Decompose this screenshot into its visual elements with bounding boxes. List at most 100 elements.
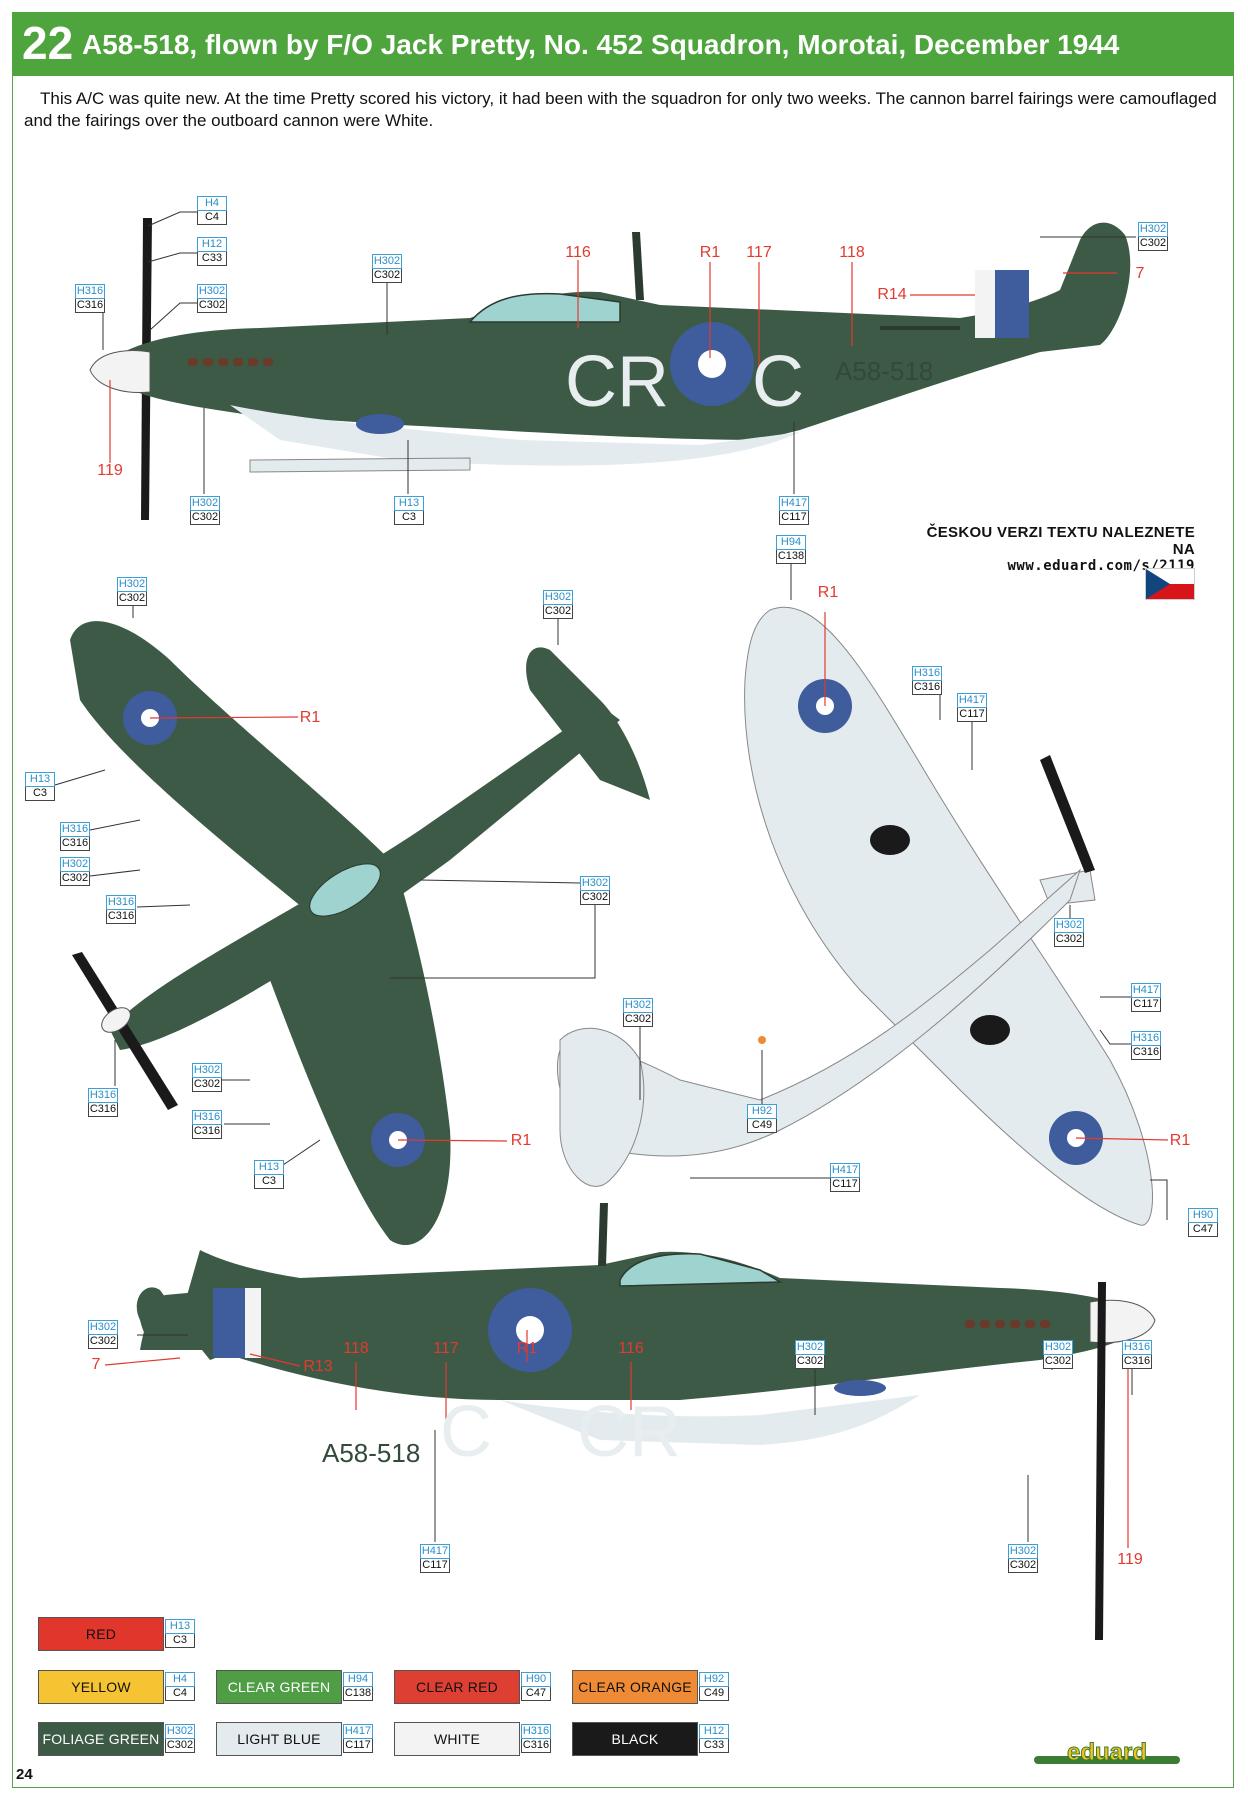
marking-label: R1 — [817, 584, 839, 601]
swatch-chip: WHITE — [394, 1722, 520, 1756]
exhaust-stubs — [188, 358, 273, 366]
marking-label: R14 — [877, 286, 907, 303]
intro-line-1: This A/C was quite new. At the time Pret… — [40, 89, 1217, 108]
marking-label: 7 — [1135, 265, 1145, 282]
lower-wing — [744, 606, 1153, 1226]
marking-label: 7 — [91, 1356, 101, 1373]
swatch-name: FOLIAGE GREEN — [42, 1731, 160, 1747]
intro-text: This A/C was quite new. At the time Pret… — [24, 88, 1224, 132]
underside-right — [500, 1395, 920, 1445]
red-leader-lines — [104, 260, 1169, 1548]
logo-text: eduard — [1067, 1739, 1147, 1766]
canopy-left — [468, 292, 621, 323]
aerial-mast — [632, 232, 644, 300]
fin-flash-white — [975, 270, 995, 338]
code-letters-left: CR — [565, 342, 669, 422]
eduard-logo: eduard — [1032, 1738, 1182, 1768]
swatch-chip: CLEAR GREEN — [216, 1670, 342, 1704]
swatch-name: RED — [85, 1626, 117, 1642]
serial-right: A58-518 — [322, 1438, 420, 1468]
canopy-top — [309, 863, 381, 917]
marking-label: R1 — [516, 1340, 538, 1357]
swatch-chip: YELLOW — [38, 1670, 164, 1704]
code-letter-c-left: C — [752, 342, 804, 422]
swatch-chip: CLEAR RED — [394, 1670, 520, 1704]
code-letter-c-right: C — [440, 1392, 492, 1472]
wing-roundel-partial — [356, 414, 404, 434]
profile-left-view — [89, 218, 1131, 520]
serial-left: A58-518 — [835, 356, 933, 386]
swatch-name: WHITE — [433, 1731, 481, 1747]
profile-number: 22 — [22, 17, 74, 69]
underside-left — [230, 405, 800, 466]
marking-label: R1 — [510, 1132, 532, 1149]
propeller-bottom — [1040, 755, 1095, 873]
swatch-name: LIGHT BLUE — [237, 1731, 321, 1747]
marking-label: R1 — [1169, 1132, 1191, 1149]
marking-label: R1 — [699, 244, 721, 261]
marking-label: 119 — [1117, 1551, 1143, 1568]
cannon-fairing — [249, 457, 471, 473]
swatch-chip: RED — [38, 1617, 164, 1651]
fuselage-right — [136, 1250, 1149, 1400]
page-number: 24 — [16, 1766, 33, 1783]
swatch-chip: FOLIAGE GREEN — [38, 1722, 164, 1756]
czech-flag-icon — [1145, 568, 1195, 600]
swatch-name: CLEAR RED — [416, 1679, 498, 1695]
marking-label: 119 — [97, 462, 123, 479]
profile-right-view — [136, 1203, 1156, 1640]
swatch-name: CLEAR GREEN — [227, 1679, 331, 1695]
czech-version-note: ČESKOU VERZI TEXTU NALEZNETE NA www.edua… — [905, 524, 1195, 600]
marking-label: 117 — [746, 244, 772, 261]
propeller-top — [72, 952, 178, 1110]
header-bar: 22 A58-518, flown by F/O Jack Pretty, No… — [12, 12, 1234, 76]
fin-flash-blue — [995, 270, 1029, 338]
fuselage-left — [100, 222, 1131, 440]
swatch-chip: CLEAR ORANGE — [572, 1670, 698, 1704]
code-letters-right: CR — [577, 1392, 681, 1472]
